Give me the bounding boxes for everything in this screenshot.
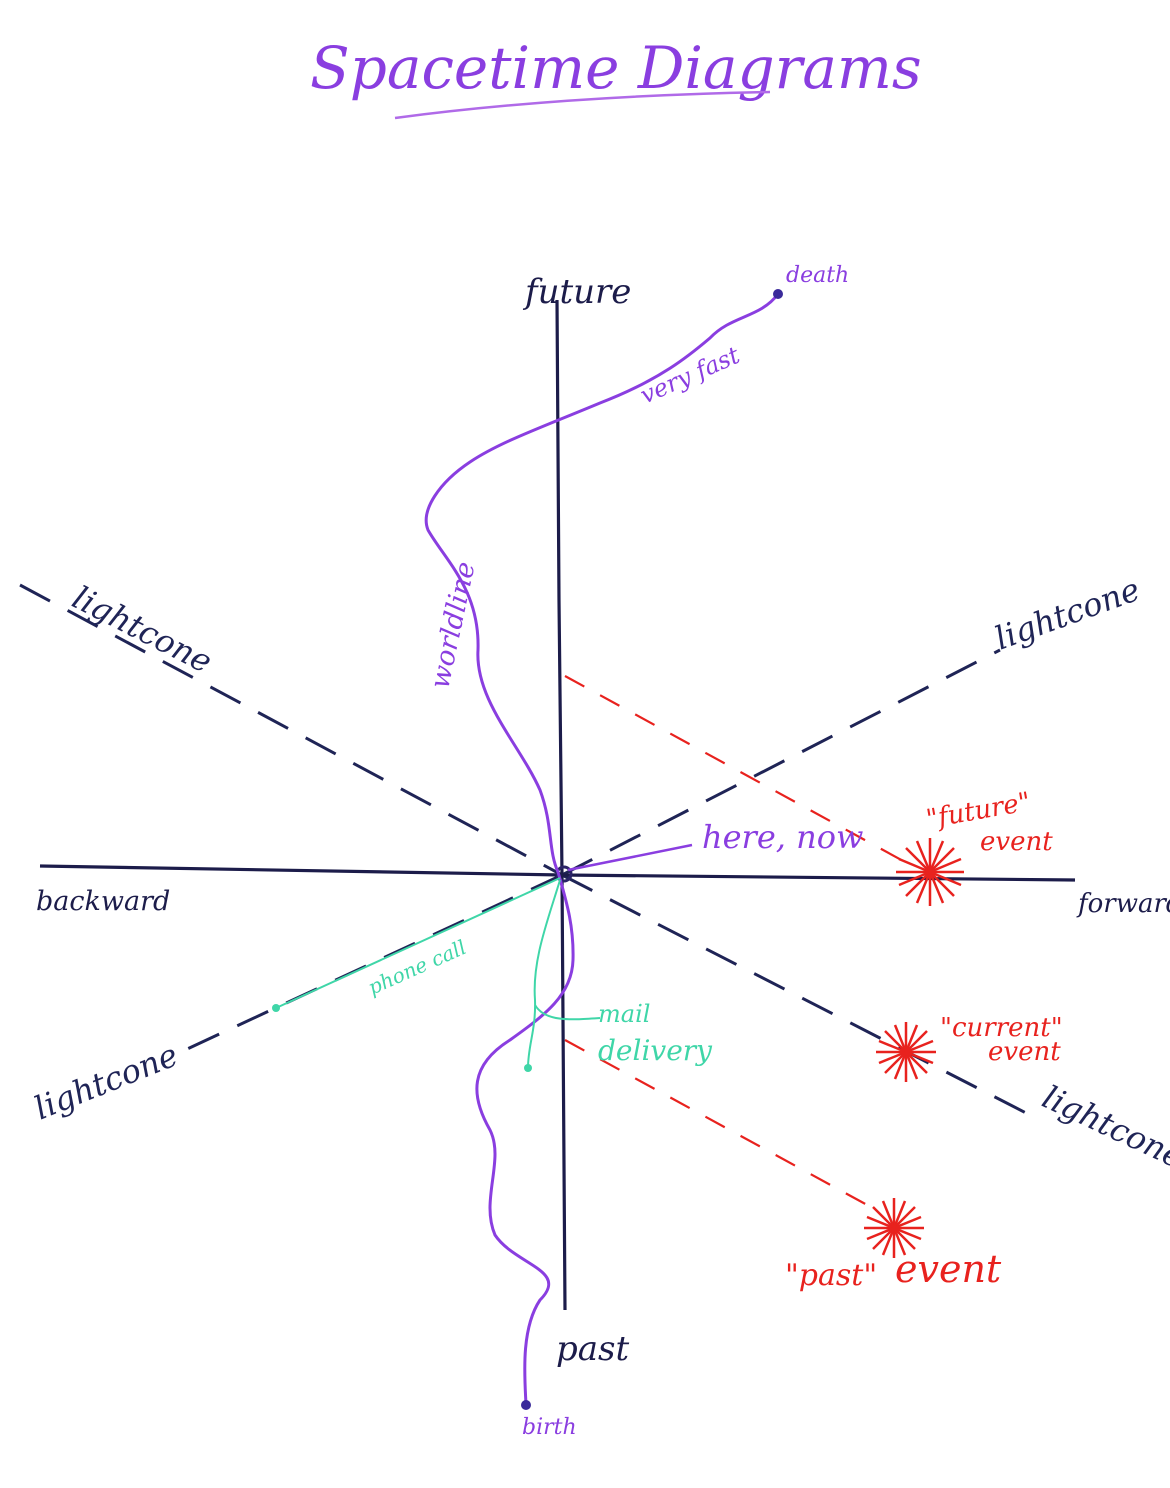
current-event-quote: "current": [940, 1013, 1063, 1043]
mail-branch: [534, 1004, 601, 1021]
axis-label-past: past: [556, 1329, 629, 1369]
current-event-burst: [876, 1022, 936, 1082]
light-cone-lower-right: [561, 873, 1031, 1117]
future-event-line: [564, 675, 906, 863]
past-event-line: [564, 1039, 881, 1213]
event-projection-lines: [564, 675, 906, 1213]
light-cone-upper-right: [561, 648, 1001, 877]
phone-call-line: [275, 877, 561, 1009]
axes: [39, 299, 1076, 1311]
title-underline: [394, 90, 771, 120]
very-fast-label: very fast: [636, 341, 744, 410]
future-event-burst: [896, 838, 964, 906]
light-cone-label-upper-left: lightcone: [66, 578, 218, 680]
phone-call-label: phone call: [364, 935, 469, 1000]
light-cone-label-lower-right: lightcone: [1037, 1078, 1170, 1176]
death-dot: [773, 289, 783, 299]
time-axis: [555, 299, 567, 1311]
birth-label: birth: [522, 1415, 577, 1440]
space-axis: [39, 864, 1076, 882]
origin-marker: [555, 865, 573, 883]
light-cone-lower-left: [184, 873, 563, 1052]
phone-call-dot: [272, 1004, 280, 1012]
light-cone-label-lower-left: lightcone: [29, 1036, 183, 1128]
mail-label-line1: mail: [598, 1000, 650, 1028]
here-now-pointer: [567, 843, 693, 872]
past-event-burst: [864, 1198, 924, 1258]
worldline-label: worldline: [425, 559, 482, 691]
death-label: death: [786, 263, 849, 288]
axis-label-future: future: [522, 272, 631, 312]
past-event-quote: "past": [785, 1258, 877, 1293]
light-cone-lines: [19, 583, 1031, 1117]
current-event-word: event: [988, 1037, 1061, 1067]
page-title: Spacetime Diagrams: [310, 34, 922, 102]
past-event-word: event: [895, 1247, 1002, 1291]
light-cone-label-upper-right: lightcone: [990, 570, 1145, 657]
axis-label-backward: backward: [36, 886, 170, 917]
birth-dot: [521, 1400, 531, 1410]
here-now-label: here, now: [702, 818, 863, 856]
mail-path: [527, 879, 561, 1069]
signal-paths: [275, 877, 601, 1069]
light-cone-upper-left: [19, 583, 563, 877]
axis-label-forward: forward: [1076, 889, 1170, 919]
future-event-word: event: [980, 827, 1053, 857]
mail-label-line2: delivery: [598, 1034, 713, 1067]
mail-dot: [524, 1064, 532, 1072]
worldline-curve: [424, 293, 780, 1406]
